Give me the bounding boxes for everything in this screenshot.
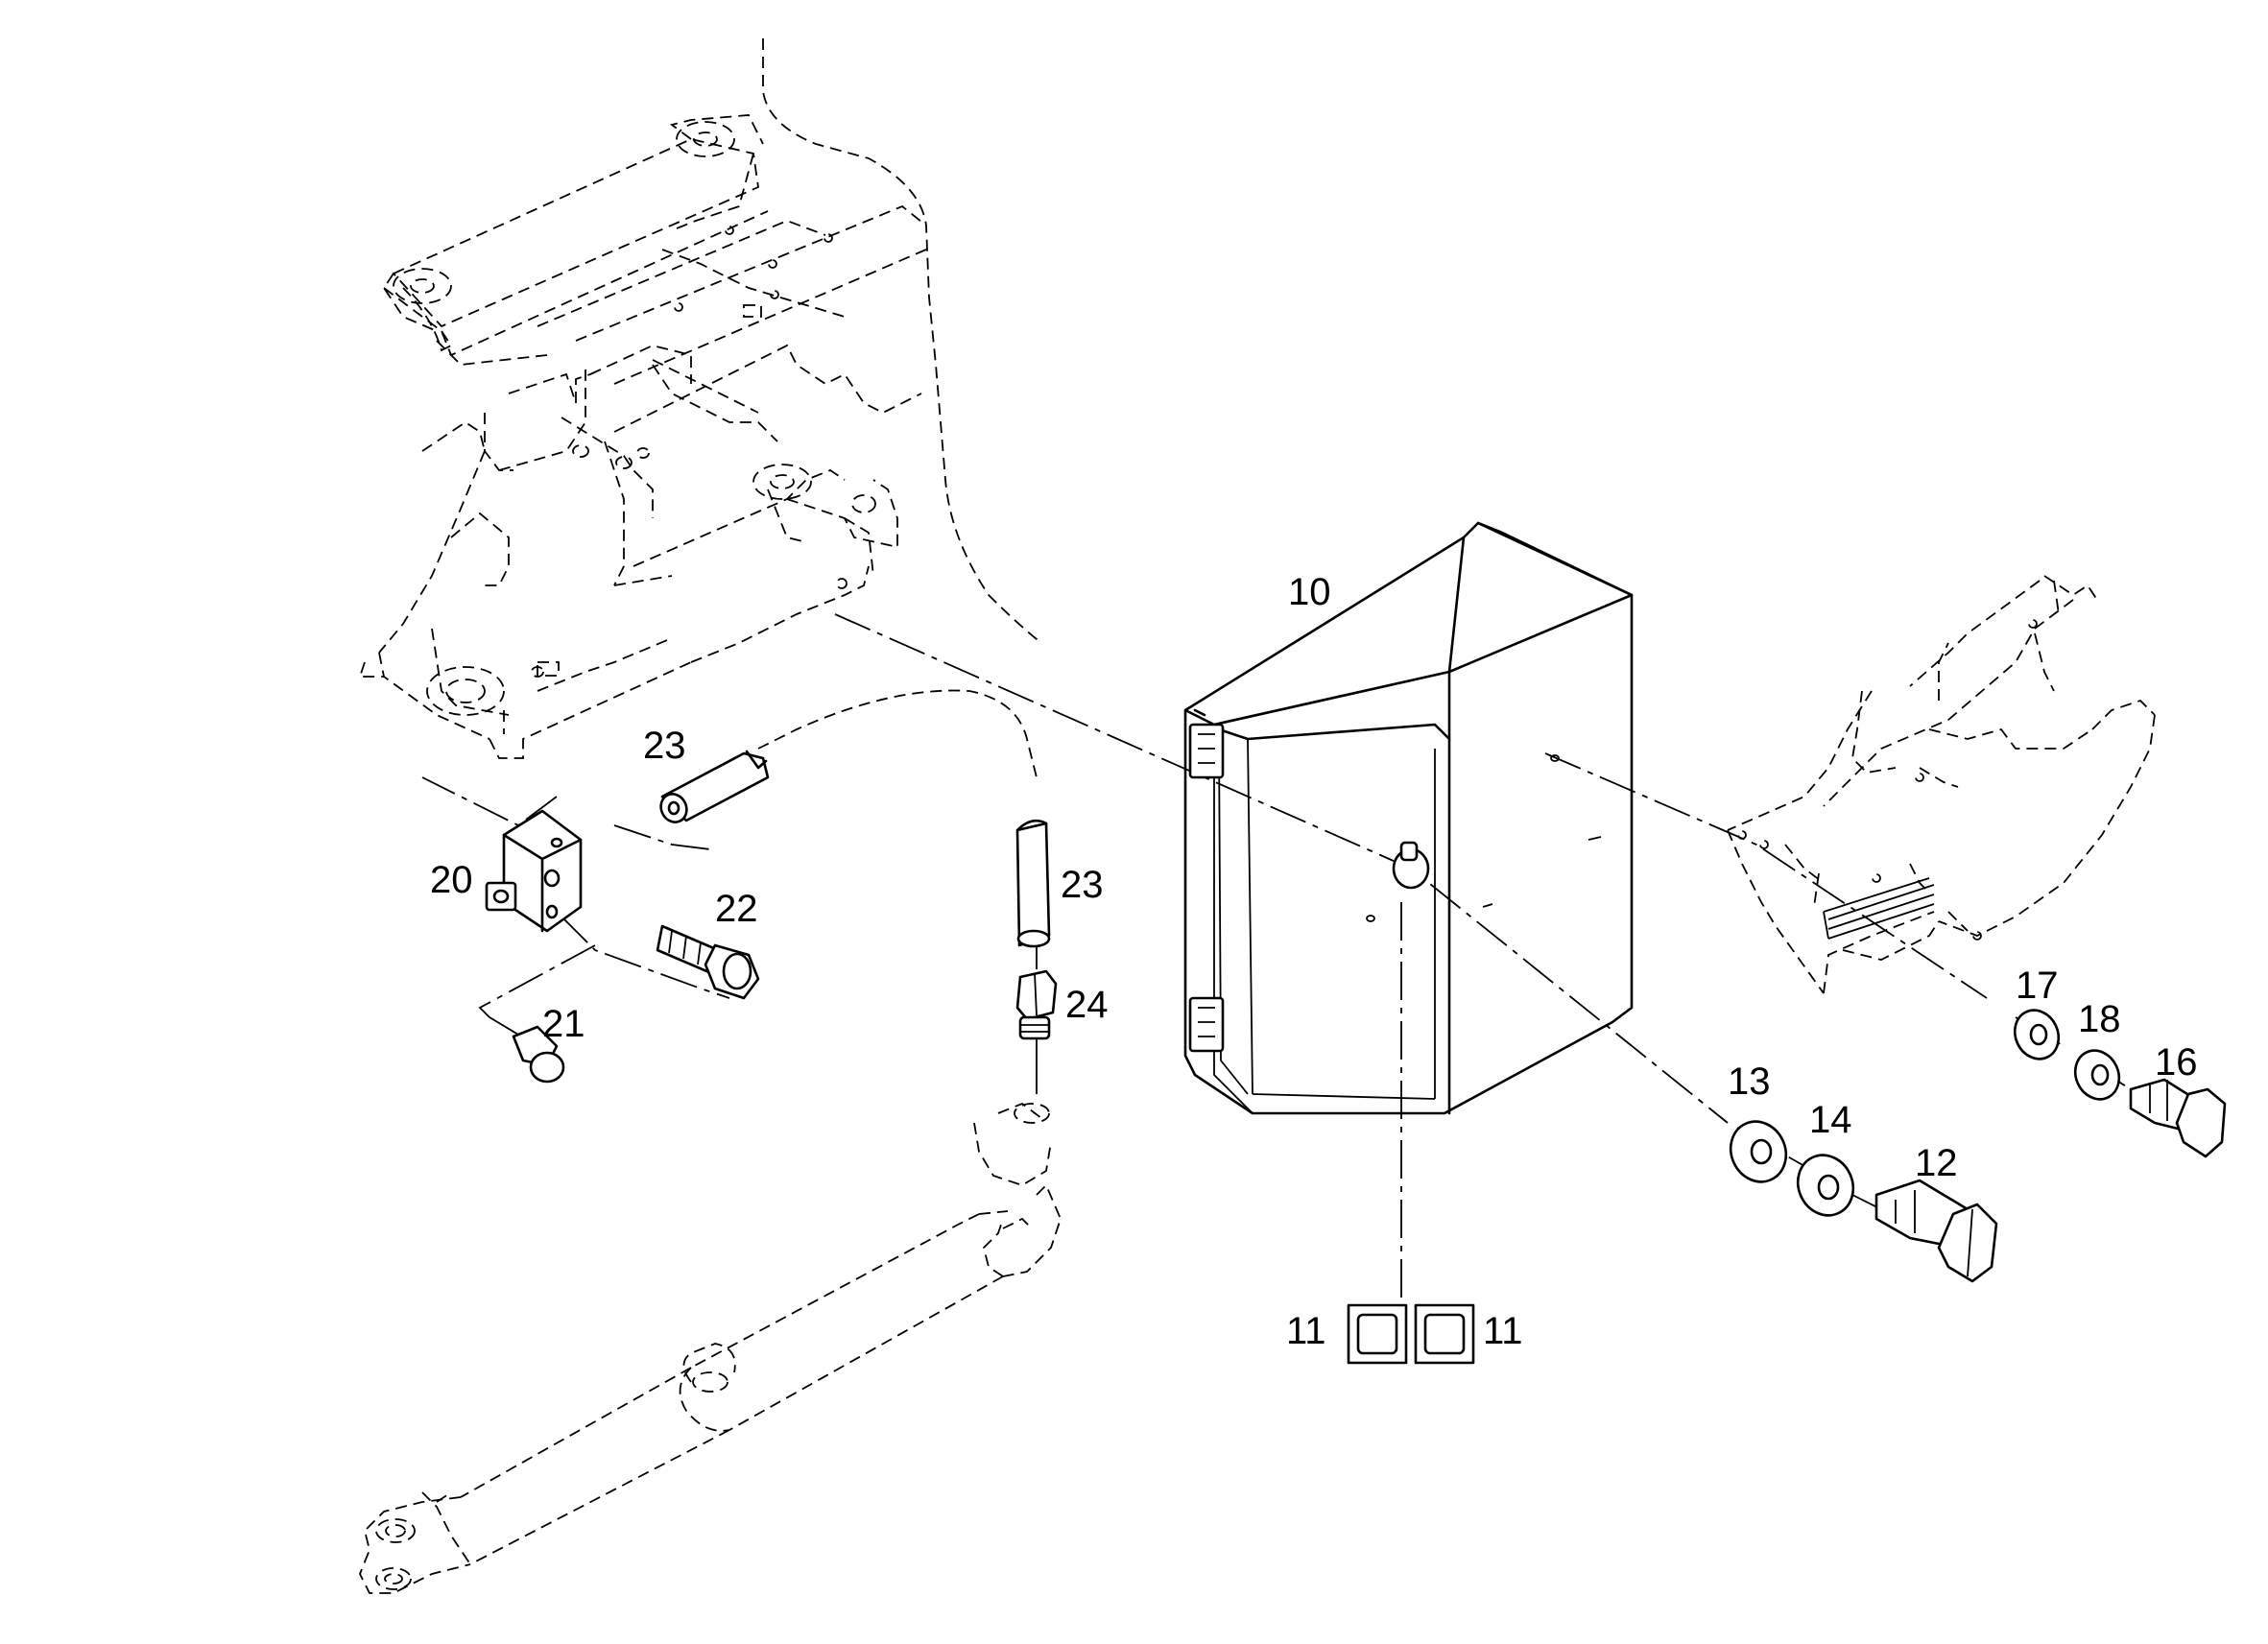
phantom-frame (358, 38, 1042, 759)
label-squares-item-11 (1347, 1303, 1475, 1365)
callout-11-right: 11 (1483, 1310, 1523, 1352)
callout-16: 16 (2155, 1041, 2198, 1084)
hose-item-23-vertical (1015, 819, 1051, 948)
screw-item-21 (512, 1025, 565, 1084)
callout-23-left: 23 (643, 725, 686, 767)
callouts: 10 11 11 12 13 14 16 17 18 20 21 22 23 2… (430, 571, 2198, 1352)
fitting-item-24 (1015, 969, 1058, 1040)
callout-17: 17 (2016, 965, 2059, 1007)
phantom-bracket-right (1727, 575, 2156, 994)
callout-20: 20 (430, 859, 473, 901)
screw-item-22 (656, 924, 760, 1000)
washers-and-bolt-16 (2013, 1009, 2227, 1158)
callout-14: 14 (1809, 1099, 1852, 1141)
callout-24: 24 (1065, 984, 1109, 1026)
block-item-20 (485, 809, 583, 933)
callout-23-right: 23 (1061, 864, 1104, 906)
callout-21: 21 (542, 1003, 585, 1045)
callout-11-left: 11 (1286, 1310, 1326, 1352)
toolbox-item-10 (1183, 521, 1634, 1115)
washers-and-bolt-12 (1729, 1120, 1998, 1283)
callout-13: 13 (1728, 1060, 1771, 1103)
callout-18: 18 (2078, 998, 2121, 1040)
callout-10: 10 (1288, 571, 1331, 613)
phantom-cylinder (359, 1102, 1062, 1594)
callout-22: 22 (715, 888, 758, 930)
callout-12: 12 (1915, 1142, 1958, 1184)
hose-item-23 (659, 750, 770, 823)
